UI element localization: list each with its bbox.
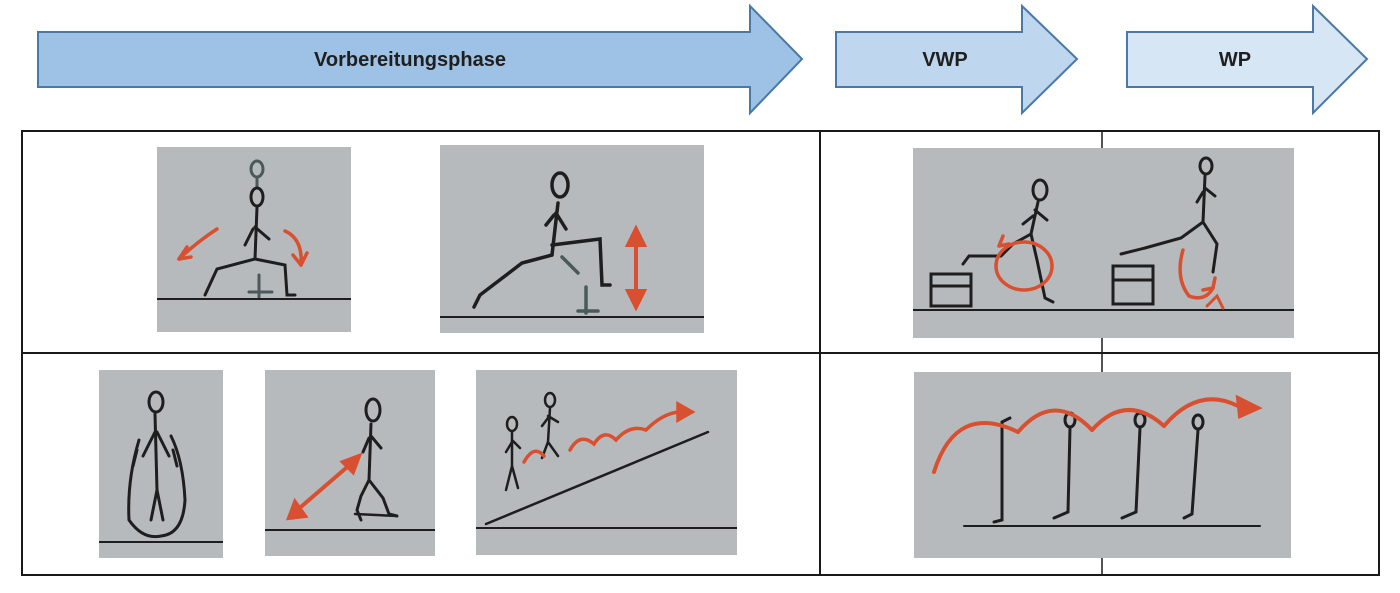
sketch-lunge-arm-swing (157, 147, 351, 332)
phase-label-vwp: VWP (922, 49, 968, 71)
phase-label-wp: WP (1218, 49, 1252, 71)
sketch-repeated-jumps (914, 372, 1291, 558)
sketch-step-up-box (913, 148, 1294, 338)
sketch-lunge-vertical (440, 145, 704, 333)
phase-label-vorbereitungsphase: Vorbereitungsphase (314, 49, 506, 71)
arrow-vwp (835, 3, 1079, 116)
sketch-standing-figure (99, 370, 223, 558)
phase-arrows (37, 3, 1369, 116)
sketch-lunge-diagonal (265, 370, 435, 556)
sketch-uphill-bounds (476, 370, 737, 555)
arrow-wp (1126, 3, 1369, 116)
arrow-vorbereitungsphase (37, 3, 804, 116)
